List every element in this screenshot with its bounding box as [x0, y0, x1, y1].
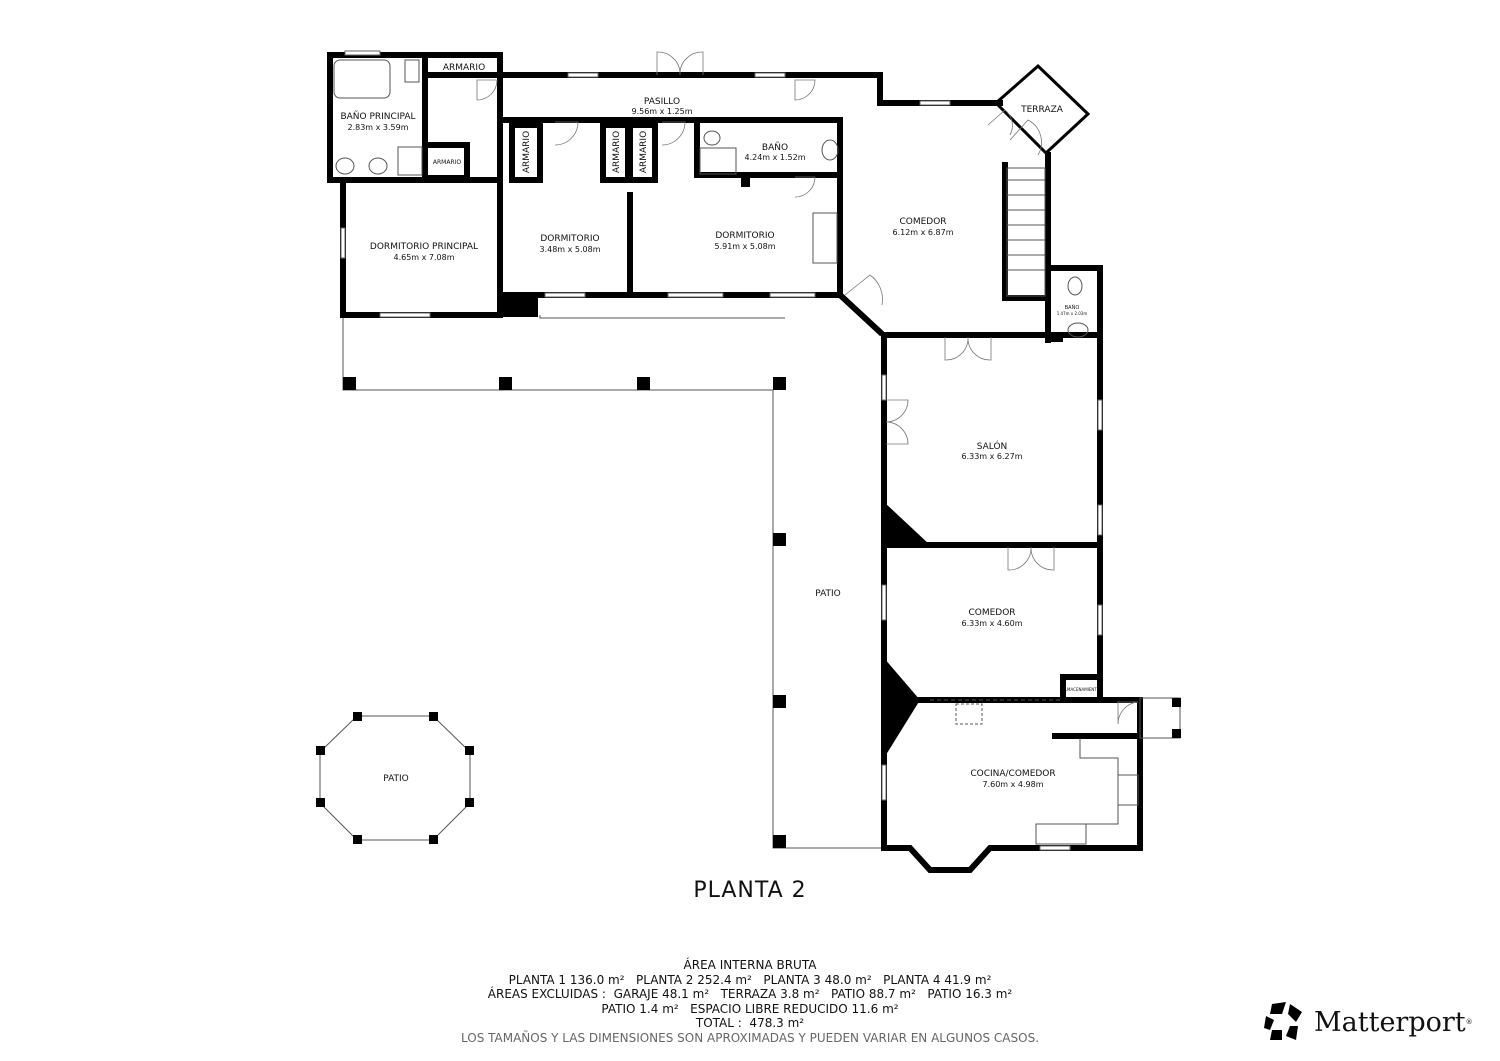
room-dims: 9.56m x 1.25m: [631, 107, 692, 116]
area-line: PATIO 1.4 m² ESPACIO LIBRE REDUCIDO 11.6…: [601, 1001, 899, 1016]
room-dormitorio: DORMITORIO: [540, 234, 599, 244]
room-comedor: COMEDOR: [899, 217, 946, 227]
room-armario: ARMARIO: [433, 159, 461, 166]
room-dims: 3.48m x 5.08m: [539, 245, 600, 254]
room-patio: PATIO: [383, 774, 409, 784]
room-armario: ARMARIO: [639, 131, 649, 173]
stairs: [812, 167, 1046, 297]
room-bano-principal: BAÑO PRINCIPAL: [340, 111, 415, 122]
floor-title: PLANTA 2: [693, 878, 807, 903]
area-line: ÁREAS EXCLUIDAS : GARAJE 48.1 m² TERRAZA…: [487, 987, 1013, 1002]
patio-posts: [316, 377, 786, 848]
room-dims: 1.47m x 2.03m: [1057, 311, 1088, 316]
room-salon: SALÓN: [977, 440, 1008, 452]
room-dims: 6.33m x 4.60m: [961, 619, 1022, 628]
area-heading: ÁREA INTERNA BRUTA: [683, 958, 817, 972]
room-comedor: COMEDOR: [968, 608, 1015, 618]
patio-outline: [319, 315, 884, 849]
room-patio: PATIO: [815, 589, 841, 599]
room-labels: BAÑO PRINCIPAL 2.83m x 3.59m ARMARIO ARM…: [340, 63, 1099, 789]
fixtures: [333, 59, 1181, 845]
logo-text: Matterport: [1314, 1006, 1466, 1038]
windows: [340, 50, 1103, 851]
matterport-logo: Matterport®: [1262, 1000, 1473, 1044]
area-line: PLANTA 1 136.0 m² PLANTA 2 252.4 m² PLAN…: [508, 972, 992, 987]
terraza-outline: [993, 63, 1091, 156]
room-dims: 7.60m x 4.98m: [982, 780, 1043, 789]
room-armario: ARMARIO: [522, 131, 532, 173]
room-dormitorio-principal: DORMITORIO PRINCIPAL: [370, 242, 478, 252]
disclaimer: LOS TAMAÑOS Y LAS DIMENSIONES SON APROXI…: [460, 1030, 1040, 1045]
room-dormitorio: DORMITORIO: [715, 231, 774, 241]
room-dims: 4.24m x 1.52m: [744, 153, 805, 162]
area-summary: ÁREA INTERNA BRUTA PLANTA 1 136.0 m² PLA…: [0, 958, 1500, 1046]
registered-mark: ®: [1465, 1018, 1473, 1026]
matterport-logo-icon: [1264, 1002, 1302, 1040]
room-armario: ARMARIO: [443, 63, 485, 73]
area-total: TOTAL : 478.3 m²: [695, 1016, 805, 1031]
room-dims: 6.33m x 6.27m: [961, 452, 1022, 461]
doors: [476, 51, 1139, 725]
room-cocina: COCINA/COMEDOR: [970, 769, 1055, 779]
room-dims: 5.91m x 5.08m: [714, 242, 775, 251]
room-armario: ARMARIO: [612, 131, 622, 173]
walls: [327, 52, 1143, 873]
room-pasillo: PASILLO: [644, 97, 680, 107]
room-bano: BAÑO: [762, 142, 788, 153]
room-bano-small: BAÑO: [1065, 304, 1080, 311]
room-dims: 2.83m x 3.59m: [347, 123, 408, 132]
room-terraza: TERRAZA: [1020, 105, 1064, 115]
room-dims: 4.65m x 7.08m: [393, 253, 454, 262]
room-dims: 6.12m x 6.87m: [892, 228, 953, 237]
room-almacenamiento: ALMACENAMIENTO: [1062, 687, 1100, 692]
